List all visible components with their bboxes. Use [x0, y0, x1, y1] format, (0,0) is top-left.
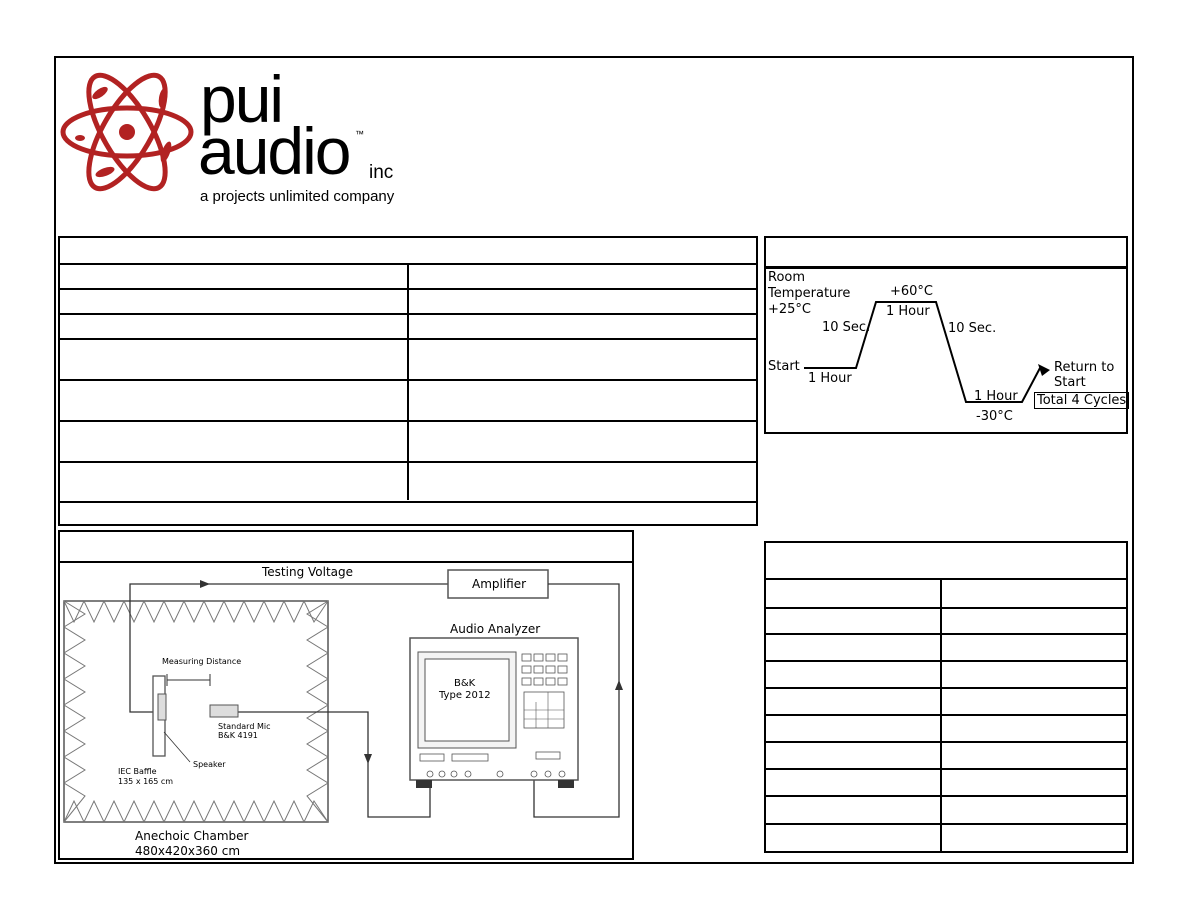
audio-analyzer-label: Audio Analyzer	[450, 622, 541, 636]
test-setup-panel	[58, 530, 634, 860]
start-hold-label: 1 Hour	[808, 371, 852, 386]
table-header-divider	[766, 578, 1126, 580]
table-row-divider	[766, 741, 1126, 743]
brand-pui: pui	[200, 62, 284, 136]
table-row-divider	[766, 687, 1126, 689]
room-temp-label-1: Room	[768, 270, 806, 285]
table-row-divider	[766, 633, 1126, 635]
table-row-divider	[766, 795, 1126, 797]
low-hold-label: 1 Hour	[974, 389, 1018, 404]
brand-inc: inc	[369, 162, 394, 183]
measuring-distance-label: Measuring Distance	[162, 657, 242, 666]
brand-tagline: a projects unlimited company	[200, 188, 395, 205]
table-row-divider	[60, 501, 756, 503]
testing-voltage-label: Testing Voltage	[262, 565, 354, 579]
chamber-label-2: 480x420x360 cm	[135, 844, 241, 858]
atom-icon	[60, 72, 194, 192]
table-header-divider	[60, 561, 632, 563]
table-column-divider	[407, 263, 409, 500]
table-row-divider	[766, 823, 1126, 825]
table-header-divider	[766, 266, 1126, 268]
start-label: Start	[768, 359, 800, 374]
room-temp-label-2: Temperature	[768, 286, 851, 301]
thermal-cycle-graph	[804, 301, 1050, 403]
table-row-divider	[766, 607, 1126, 609]
analyzer-model-label-2: Type 2012	[439, 690, 491, 701]
page-frame	[54, 56, 1134, 864]
room-temp-label-3: +25°C	[768, 302, 812, 317]
total-cycles-box: Total 4 Cycles	[1034, 392, 1130, 409]
analyzer-model-label-1: B&K	[454, 678, 476, 689]
specifications-table	[58, 236, 758, 526]
thermal-cycle-diagram: Room Temperature +25°C +60°C 1 Hour 10 S…	[766, 268, 1130, 432]
ramp-up-label: 10 Sec.	[822, 320, 871, 335]
brand-trademark: ™	[355, 129, 364, 139]
chamber-label-1: Anechoic Chamber	[135, 829, 249, 843]
low-temp-label: -30°C	[976, 409, 1013, 424]
standard-mic-label-1: Standard Mic	[218, 722, 271, 731]
thermal-cycle-table	[764, 236, 1128, 434]
return-label-1: Return to	[1054, 360, 1115, 375]
return-label-2: Start	[1054, 375, 1086, 390]
test-setup-diagram	[63, 569, 623, 824]
table-row-divider	[766, 768, 1126, 770]
high-hold-label: 1 Hour	[886, 304, 930, 319]
reliability-table	[764, 541, 1128, 853]
ramp-down-label: 10 Sec.	[948, 321, 997, 336]
high-temp-label: +60°C	[890, 284, 934, 299]
amplifier-label: Amplifier	[472, 577, 527, 591]
brand-audio: audio	[198, 114, 351, 188]
table-row-divider	[766, 714, 1126, 716]
baffle-label-1: IEC Baffle	[118, 767, 157, 776]
table-header-divider	[766, 268, 1126, 269]
baffle-label-2: 135 x 165 cm	[118, 777, 174, 786]
standard-mic-label-2: B&K 4191	[218, 731, 258, 740]
speaker-label: Speaker	[193, 760, 226, 769]
company-logo: pui audio ™ inc a projects unlimited com…	[60, 60, 420, 210]
table-row-divider	[766, 660, 1126, 662]
table-column-divider	[940, 578, 942, 851]
